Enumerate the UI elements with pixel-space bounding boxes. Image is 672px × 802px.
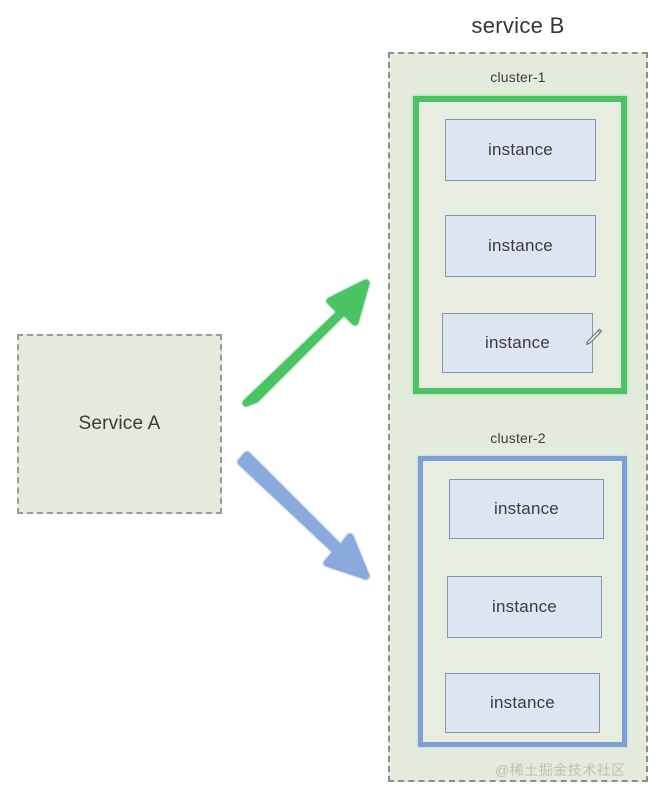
instance-box[interactable]: instance [442,313,593,373]
instance-box[interactable]: instance [445,215,596,277]
arrow-to-cluster-2-icon[interactable] [237,451,370,580]
arrow-to-cluster-1-icon[interactable] [242,279,370,407]
service-b-title: service B [471,13,565,38]
service-b-group[interactable]: cluster-1 instance instance instance clu… [388,52,648,782]
instance-box[interactable]: instance [449,479,604,539]
cluster-1-label: cluster-1 [490,69,546,85]
cluster-2-label: cluster-2 [490,430,546,446]
cluster-2-box[interactable]: instance instance instance [418,456,627,747]
pen-edit-cursor-icon [586,328,603,345]
service-a-label: Service A [78,413,161,434]
instance-box[interactable]: instance [447,576,602,638]
cluster-1-box[interactable]: instance instance instance [413,96,627,394]
instance-box[interactable]: instance [445,119,596,181]
instance-box[interactable]: instance [445,673,600,733]
service-a-node[interactable]: Service A [17,334,222,514]
watermark-text: @稀土掘金技术社区 [495,762,626,778]
